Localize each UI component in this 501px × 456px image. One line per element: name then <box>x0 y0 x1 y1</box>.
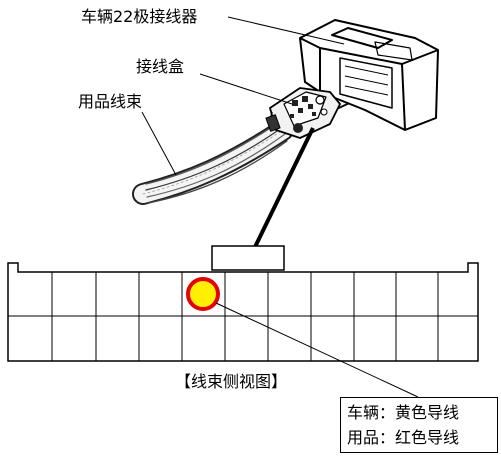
legend-accessory-wire: 用品：红色导线 <box>347 428 460 447</box>
connector-side-view <box>7 245 479 362</box>
junction-box-label: 接线盒 <box>136 57 185 76</box>
pointer-line <box>253 127 315 248</box>
legend-leader-line <box>215 302 419 398</box>
highlighted-pin <box>186 277 220 311</box>
accessory-harness-label: 用品线束 <box>78 92 143 111</box>
label-leader-lines <box>141 16 345 176</box>
side-view-caption: 【线束侧视图】 <box>175 372 288 391</box>
vehicle-connector-label: 车辆22极接线器 <box>81 7 198 26</box>
accessory-harness-cable <box>132 119 294 205</box>
legend-vehicle-wire: 车辆：黄色导线 <box>347 403 460 422</box>
wire-color-legend: 车辆：黄色导线 用品：红色导线 <box>340 397 498 453</box>
vehicle-22pin-connector <box>299 19 439 131</box>
junction-box <box>265 87 341 139</box>
